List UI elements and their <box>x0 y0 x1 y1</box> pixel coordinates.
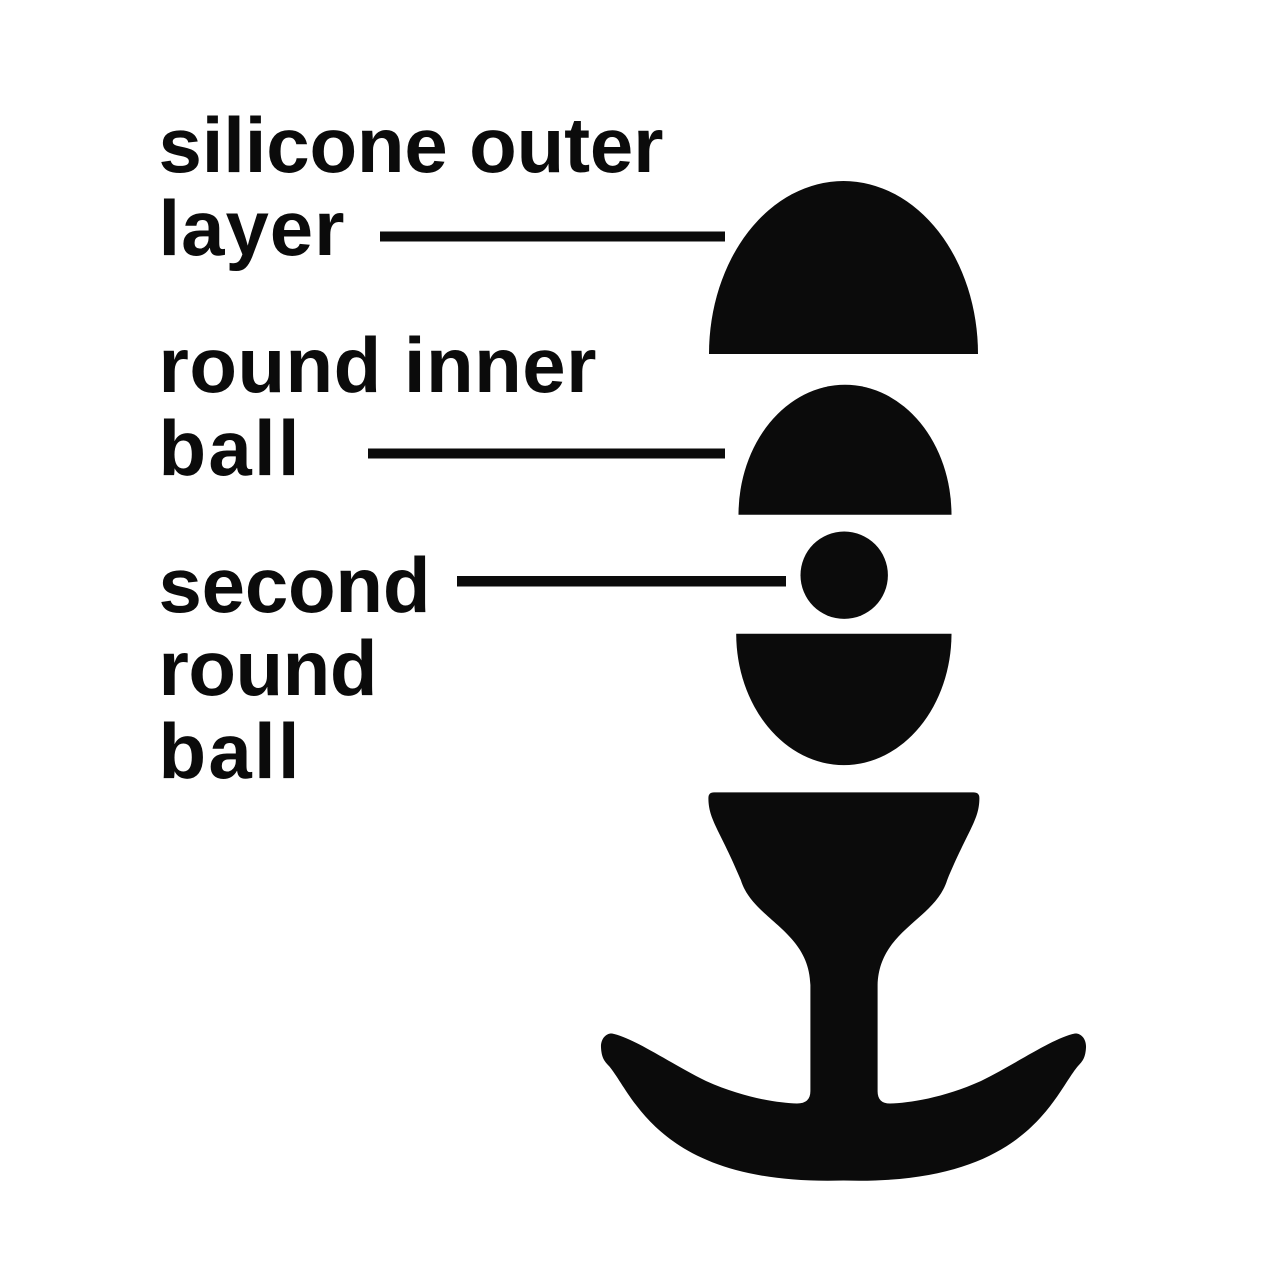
svg-text:ball: ball <box>159 707 300 795</box>
svg-text:ball: ball <box>159 404 300 492</box>
svg-text:silicone outer: silicone outer <box>159 101 664 189</box>
svg-text:second: second <box>159 541 431 629</box>
svg-text:round: round <box>159 624 378 712</box>
svg-text:layer: layer <box>159 184 345 272</box>
svg-text:round inner: round inner <box>159 321 597 409</box>
